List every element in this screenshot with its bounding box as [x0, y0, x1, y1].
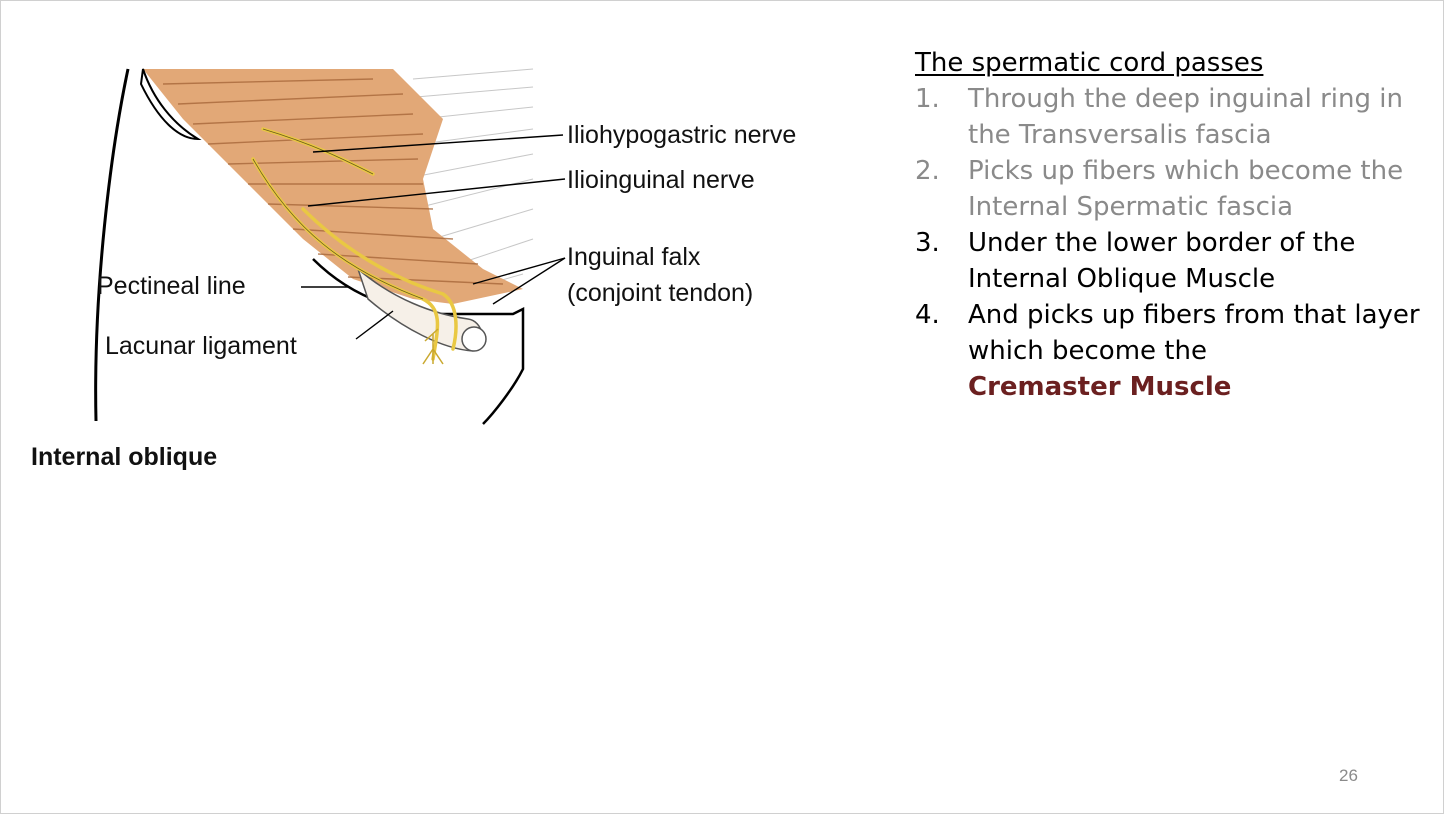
- list-number: 4.: [915, 300, 940, 330]
- label-conjoint-tendon: (conjoint tendon): [567, 279, 754, 307]
- list-number: 1.: [915, 84, 940, 114]
- section-heading: The spermatic cord passes: [915, 48, 1264, 78]
- cord-cut-end: [461, 326, 487, 352]
- anatomy-figure: Iliohypogastric nerve Ilioinguinal nerve…: [13, 29, 918, 479]
- nerve-branches: [422, 328, 444, 365]
- list-text: Picks up fibers which become the Interna…: [968, 156, 1404, 222]
- abdominal-wall-edge: [94, 68, 130, 422]
- list-item: 2. Picks up fibers which become the Inte…: [915, 153, 1425, 225]
- cremaster-muscle-emphasis: Cremaster Muscle: [968, 372, 1232, 402]
- list-number: 3.: [915, 228, 940, 258]
- text-panel: The spermatic cord passes 1. Through the…: [915, 45, 1425, 405]
- list-item: 3. Under the lower border of the Interna…: [915, 225, 1425, 297]
- label-iliohypogastric-nerve: Iliohypogastric nerve: [567, 121, 797, 149]
- list-item: 1. Through the deep inguinal ring in the…: [915, 81, 1425, 153]
- list-text-wrapper: And picks up fibers from that layer whic…: [968, 297, 1425, 405]
- list-text: Under the lower border of the Internal O…: [968, 228, 1356, 294]
- label-pectineal-line: Pectineal line: [97, 272, 246, 300]
- rectus-sheath-curve: [139, 68, 202, 141]
- list-item: 4. And picks up fibers from that layer w…: [915, 297, 1425, 405]
- label-lacunar-ligament: Lacunar ligament: [105, 332, 297, 360]
- label-ilioinguinal-nerve: Ilioinguinal nerve: [567, 166, 755, 194]
- internal-oblique-muscle: [143, 69, 523, 304]
- figure-caption: Internal oblique: [31, 443, 218, 471]
- internal-oblique-illustration: [94, 68, 566, 425]
- list-number: 2.: [915, 156, 940, 186]
- list-text: And picks up fibers from that layer whic…: [968, 300, 1420, 366]
- list-text: Through the deep inguinal ring in the Tr…: [968, 84, 1403, 150]
- leader-lines: [301, 134, 566, 340]
- label-inguinal-falx: Inguinal falx: [567, 243, 701, 271]
- slide-number: 26: [1339, 766, 1358, 785]
- steps-list: 1. Through the deep inguinal ring in the…: [915, 81, 1425, 405]
